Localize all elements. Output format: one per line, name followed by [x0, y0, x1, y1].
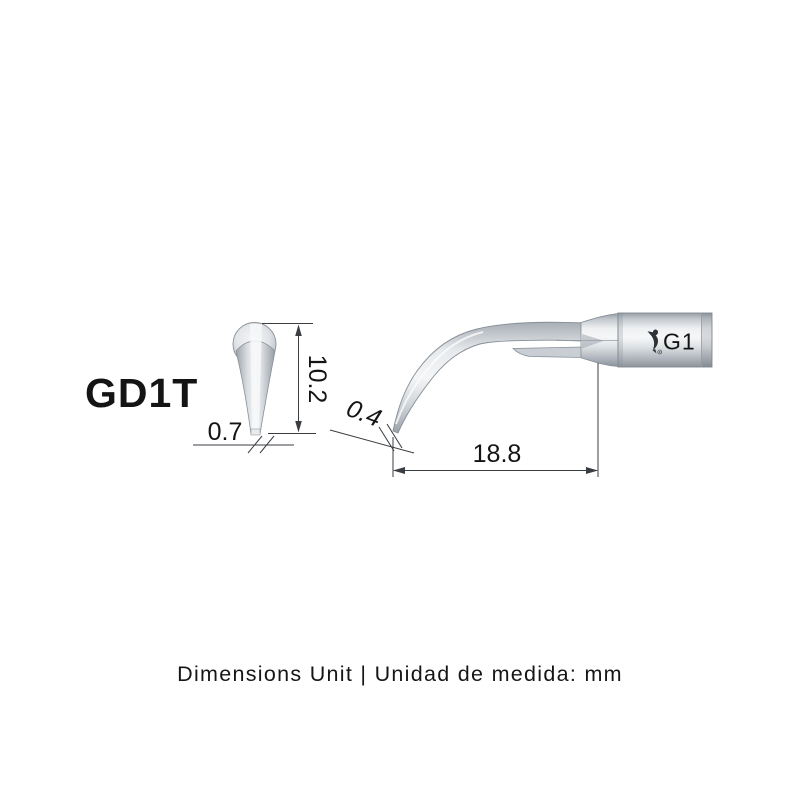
height-arrow-down	[295, 421, 302, 433]
side-view-dimension-lines	[329, 363, 599, 477]
height-dimension-value: 10.2	[303, 355, 331, 404]
front-view-dimension-lines	[193, 323, 316, 454]
side-view-collar-notch	[582, 334, 604, 349]
length-dimension-value: 18.8	[473, 440, 522, 468]
tip-width-dimension-value: 0.7	[208, 418, 243, 446]
length-arrow-right	[586, 467, 598, 474]
tip-thickness-leader-line	[329, 429, 415, 454]
tip-width-tick-right	[259, 435, 275, 454]
tip-width-tick-left	[247, 435, 263, 454]
tip-thickness-tick-right	[386, 423, 403, 449]
side-view-flange	[512, 346, 584, 358]
side-view-shank-seam	[618, 313, 623, 367]
model-label: GD1T	[85, 370, 198, 416]
units-caption: Dimensions Unit | Unidad de medida: mm	[177, 662, 623, 686]
side-view-shank	[617, 312, 713, 368]
length-arrow-left	[393, 467, 405, 474]
side-view-shank-endcap	[701, 313, 712, 367]
woodpecker-icon	[647, 329, 663, 355]
height-arrow-up	[295, 324, 302, 336]
side-view: G1	[392, 312, 713, 434]
front-view-blade-edge-highlight	[250, 324, 262, 433]
tip-marking-label: G1	[663, 329, 696, 355]
tip-thickness-tick-left	[378, 426, 395, 452]
front-view	[232, 322, 277, 436]
tip-thickness-dimension-value: 0.4	[343, 394, 385, 433]
front-view-tip-end	[250, 428, 261, 436]
side-view-blade-sheen	[395, 331, 484, 425]
